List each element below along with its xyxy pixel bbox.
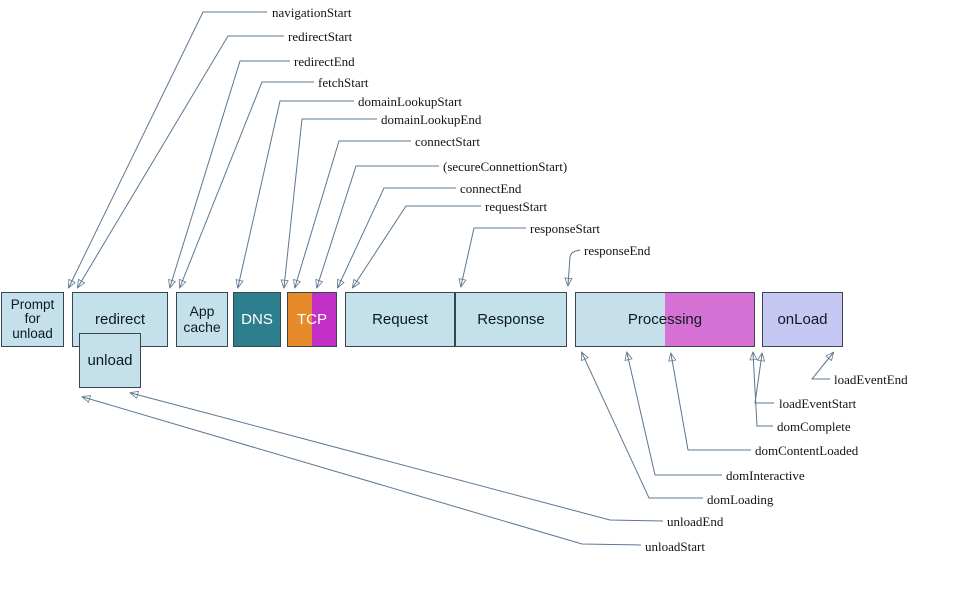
timing-label-domcontentloaded: domContentLoaded (755, 443, 859, 458)
connector-domainlookupend (284, 118, 377, 287)
box-prompt-for-unload: Prompt for unload (1, 292, 64, 347)
prompt-line-1: Prompt (10, 296, 55, 312)
timing-label-domcomplete: domComplete (777, 419, 851, 434)
timing-label-requeststart: requestStart (485, 199, 548, 214)
timing-label-connectstart: connectStart (415, 134, 480, 149)
connector-loadeventend (810, 353, 833, 380)
timing-label-navigationstart: navigationStart (272, 5, 352, 20)
box-processing: Processing (575, 292, 755, 347)
timing-label-responseend: responseEnd (584, 243, 651, 258)
timing-label-dominteractive: domInteractive (726, 468, 805, 483)
appcache-line-2: cache (183, 318, 221, 335)
timing-label-domainlookupstart: domainLookupStart (358, 94, 462, 109)
box-redirect-label: redirect (94, 311, 146, 328)
box-unload-label: unload (87, 352, 133, 369)
connector-unloadstart (83, 397, 642, 546)
connector-connectstart (295, 140, 411, 287)
timing-label-fetchstart: fetchStart (318, 75, 369, 90)
prompt-line-2: for (24, 311, 41, 327)
connector-navigationstart (69, 11, 267, 287)
timing-label-redirectend: redirectEnd (294, 54, 355, 69)
timing-label-domainlookupend: domainLookupEnd (381, 112, 482, 127)
timing-label-connectend: connectEnd (460, 181, 522, 196)
box-app-cache: App cache (176, 292, 228, 347)
appcache-line-1: App (189, 303, 215, 320)
timing-label-domloading: domLoading (707, 492, 774, 507)
prompt-line-3: unload (12, 325, 53, 341)
timing-label-redirectstart: redirectStart (288, 29, 353, 44)
box-request-label: Request (372, 311, 428, 328)
box-response: Response (455, 292, 567, 347)
box-dns-label: DNS (241, 311, 273, 328)
connector-domloading (582, 353, 703, 499)
timing-label-responsestart: responseStart (530, 221, 601, 236)
connector-dominteractive (627, 353, 722, 476)
connector-connectend (338, 187, 456, 287)
box-tcp-label: TCP (297, 311, 327, 328)
timing-label-unloadstart: unloadStart (645, 539, 705, 554)
connector-responsestart (461, 227, 526, 286)
connector-fetchstart (180, 81, 314, 287)
box-tcp: TCP (287, 292, 337, 347)
connector-secureconnectionstart (317, 165, 439, 287)
connector-domcomplete (753, 353, 773, 427)
timing-label-secureconnectionstart: (secureConnettionStart) (443, 159, 568, 174)
connector-domcontentloaded (671, 354, 751, 451)
connector-redirectstart (78, 35, 284, 287)
connector-unloadend (131, 393, 664, 522)
box-prompt-for-unload-label: Prompt for unload (10, 296, 55, 342)
connector-domainlookupstart (238, 100, 354, 287)
timing-label-loadeventstart: loadEventStart (779, 396, 857, 411)
box-onload: onLoad (762, 292, 843, 347)
box-onload-label: onLoad (777, 311, 828, 328)
box-dns: DNS (233, 292, 281, 347)
timing-label-unloadend: unloadEnd (667, 514, 724, 529)
connector-redirectend (170, 60, 290, 287)
connector-responseend (568, 249, 581, 285)
box-request: Request (345, 292, 455, 347)
box-unload: unload (79, 333, 141, 388)
box-app-cache-label: App cache (183, 304, 220, 334)
timing-label-loadeventend: loadEventEnd (834, 372, 908, 387)
connector-requeststart (353, 205, 481, 287)
box-processing-label: Processing (627, 311, 703, 328)
box-response-label: Response (477, 311, 545, 328)
connector-loadeventstart (754, 354, 774, 404)
